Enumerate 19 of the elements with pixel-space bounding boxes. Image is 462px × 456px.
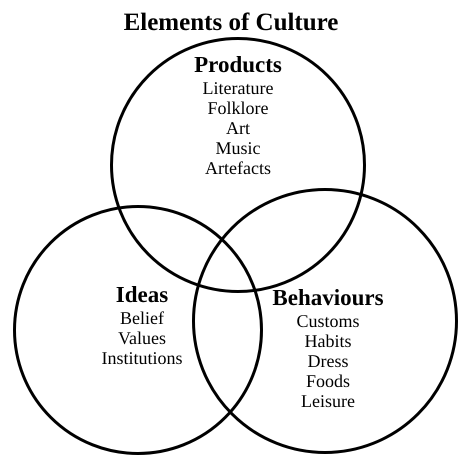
list-item: Folklore [208,98,268,118]
list-item: Artefacts [205,158,271,178]
diagram-title: Elements of Culture [122,8,340,38]
list-item: Dress [308,351,348,371]
circle-heading: Products [194,51,282,78]
list-item: Customs [296,311,360,331]
list-item: Habits [304,331,352,351]
venn-circle [13,205,263,455]
list-item: Values [118,328,166,348]
list-item: Art [226,118,250,138]
list-item: Belief [120,308,164,328]
list-item: Music [216,138,260,158]
list-item: Institutions [101,348,182,368]
list-item: Literature [202,78,274,98]
list-item: Foods [306,371,350,391]
circle-heading: Behaviours [272,284,384,311]
list-item: Leisure [301,391,355,411]
venn-circle [192,188,458,454]
circle-heading: Ideas [116,281,168,308]
